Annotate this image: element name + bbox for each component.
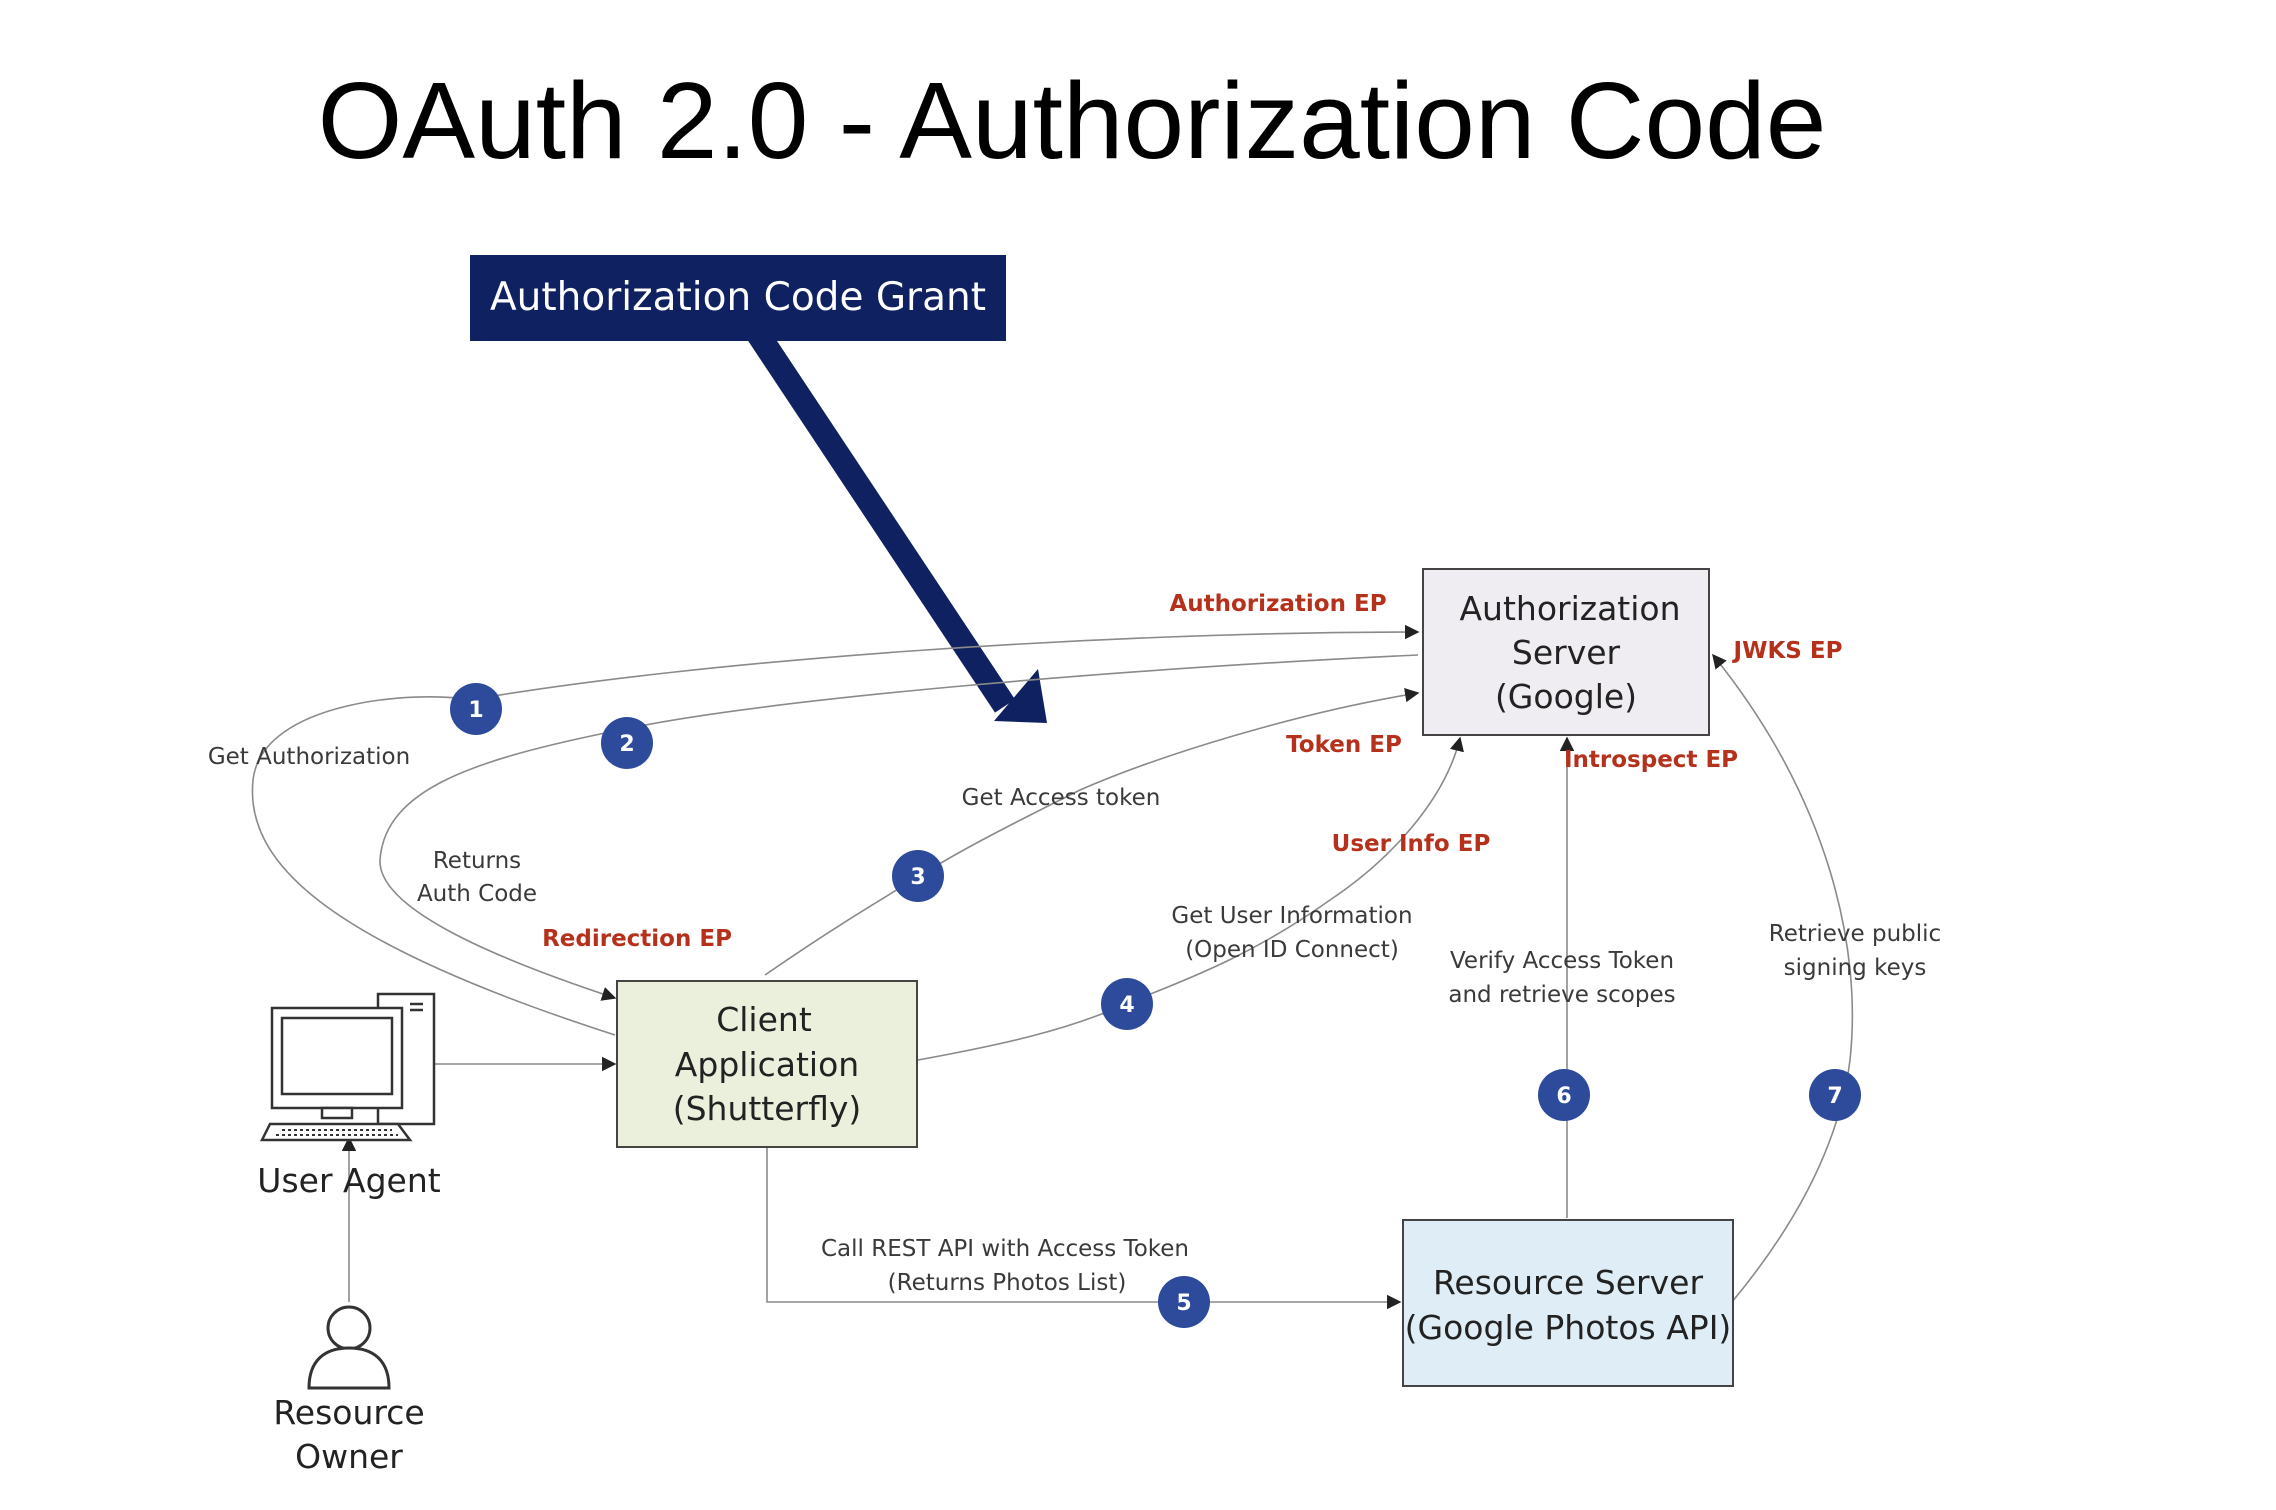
user-agent-label: User Agent — [257, 1161, 440, 1200]
grant-label-box — [470, 255, 1006, 341]
resource-server-box — [1402, 1219, 1734, 1387]
client-application-provider: (Shutterfly) — [673, 1089, 862, 1128]
label-retrieve-keys-1: Retrieve public — [1769, 921, 1941, 947]
step-badge-7: 7 — [1809, 1069, 1861, 1121]
label-get-access-token: Get Access token — [962, 785, 1161, 811]
step-number-1: 1 — [468, 698, 483, 723]
authorization-server-provider: (Google) — [1495, 677, 1637, 716]
flow-get-authorization — [251, 624, 1420, 1036]
client-application-box — [616, 980, 918, 1148]
authorization-server-name: Authorization — [1459, 589, 1680, 628]
flow-returns-auth-code — [379, 654, 1419, 1001]
step-number-3: 3 — [910, 865, 925, 890]
resource-server-name: Resource Server — [1433, 1263, 1703, 1302]
resource-owner-label-line2: Owner — [295, 1437, 403, 1476]
authorization-server-type: Server — [1512, 633, 1621, 672]
label-get-authorization: Get Authorization — [208, 744, 410, 770]
step-badge-3: 3 — [892, 850, 944, 902]
step-badge-2: 2 — [601, 717, 653, 769]
desktop-computer-icon — [259, 992, 436, 1142]
endpoint-redirection: Redirection EP — [542, 926, 732, 952]
step-number-2: 2 — [619, 732, 634, 757]
endpoint-introspect: Introspect EP — [1564, 747, 1738, 773]
grant-label: Authorization Code Grant — [490, 275, 986, 320]
label-returns-auth-code-2: Auth Code — [417, 881, 537, 907]
endpoint-jwks: JWKS EP — [1732, 638, 1843, 664]
client-application-name: Client — [716, 1000, 812, 1039]
label-get-user-info-2: (Open ID Connect) — [1185, 937, 1399, 963]
grant-arrow-head — [994, 669, 1047, 723]
resource-owner-label-line1: Resource — [273, 1393, 424, 1432]
step-badge-5: 5 — [1158, 1276, 1210, 1328]
grant-arrow-shaft — [742, 318, 1015, 713]
endpoint-authorization: Authorization EP — [1169, 591, 1386, 617]
authorization-server-box — [1422, 568, 1710, 736]
label-verify-token-2: and retrieve scopes — [1448, 982, 1675, 1008]
flow-get-access-token — [764, 687, 1420, 976]
page-title: OAuth 2.0 - Authorization Code — [318, 60, 1827, 182]
label-retrieve-keys-2: signing keys — [1784, 955, 1927, 981]
flow-retrieve-keys — [1712, 653, 1854, 1303]
flow-get-user-info — [917, 736, 1464, 1061]
step-number-7: 7 — [1827, 1084, 1842, 1109]
step-badge-6: 6 — [1538, 1069, 1590, 1121]
endpoint-user-info: User Info EP — [1332, 831, 1491, 857]
endpoint-token: Token EP — [1286, 732, 1402, 758]
person-icon — [307, 1305, 391, 1390]
label-verify-token-1: Verify Access Token — [1450, 948, 1674, 974]
label-call-api-1: Call REST API with Access Token — [821, 1236, 1189, 1262]
step-badge-4: 4 — [1101, 978, 1153, 1030]
client-application-type: Application — [675, 1045, 859, 1084]
label-call-api-2: (Returns Photos List) — [888, 1270, 1127, 1296]
step-number-4: 4 — [1119, 993, 1134, 1018]
step-badge-1: 1 — [450, 683, 502, 735]
resource-server-api: (Google Photos API) — [1405, 1308, 1732, 1347]
label-returns-auth-code-1: Returns — [433, 848, 521, 874]
step-number-6: 6 — [1556, 1084, 1571, 1109]
step-number-5: 5 — [1176, 1291, 1191, 1316]
label-get-user-info-1: Get User Information — [1171, 903, 1412, 929]
